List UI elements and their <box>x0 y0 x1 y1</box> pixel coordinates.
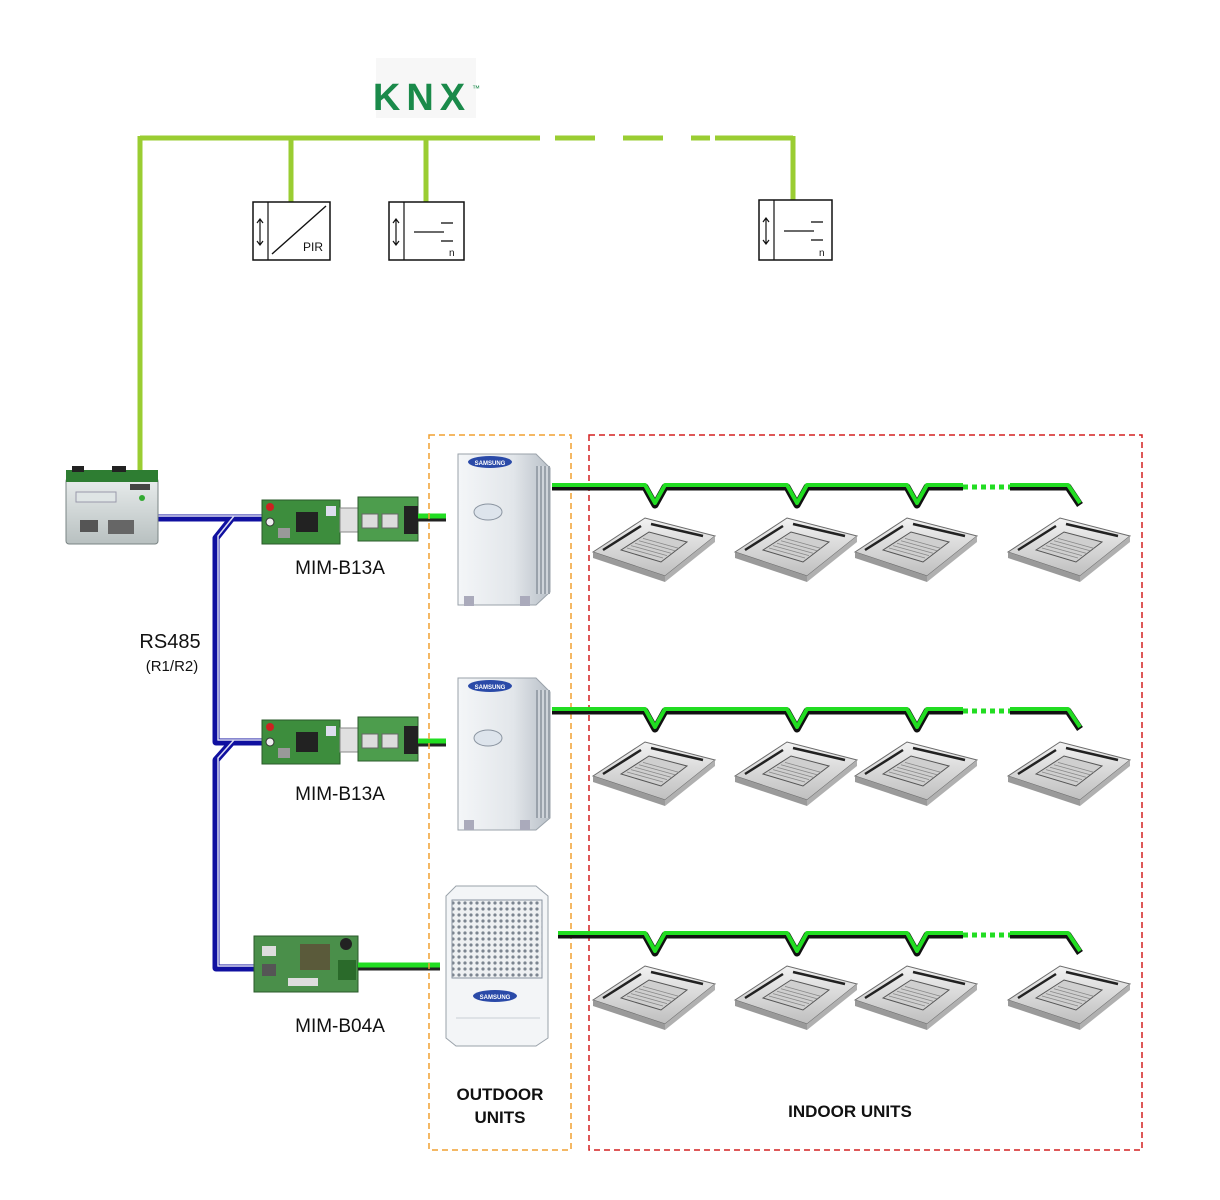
pir-label: PIR <box>303 240 323 254</box>
indoor-cassette-unit <box>733 965 859 1030</box>
samsung-logo-icon <box>473 990 517 1002</box>
knx-logo: KNX ™ <box>373 58 480 119</box>
indoor-cassette-unit <box>591 965 717 1030</box>
samsung-logo-text: SAMSUNG <box>475 685 506 691</box>
refrigerant-row-1 <box>552 483 1083 509</box>
indoor-cassette-unit <box>733 517 859 582</box>
indoor-units <box>591 517 1132 1030</box>
rs485-sublabel: (R1/R2) <box>146 658 199 675</box>
outdoor-unit-3: SAMSUNG <box>445 885 549 1047</box>
indoor-cassette-unit <box>733 741 859 806</box>
rs485-bus <box>155 514 264 972</box>
pir-motion-sensor-icon <box>271 205 327 255</box>
samsung-logo-icon <box>468 456 512 468</box>
module-to-outdoor-links <box>358 513 446 971</box>
indoor-label: INDOOR UNITS <box>788 1102 912 1121</box>
outdoor-units-box <box>428 434 572 1151</box>
indoor-units-box <box>588 434 1143 1151</box>
switch-2-channel-label: n <box>819 248 825 259</box>
outdoor-unit-2: SAMSUNG <box>457 677 551 831</box>
indoor-cassette-unit <box>853 965 979 1030</box>
outdoor-label-line-1: OUTDOOR <box>457 1085 544 1104</box>
interface-module-2 <box>261 716 419 765</box>
module-1-label: MIM-B13A <box>295 558 385 579</box>
knx-device-switch-1: n <box>388 201 465 261</box>
knx-bus <box>137 135 796 480</box>
rs485-label: RS485 <box>139 631 200 653</box>
indoor-cassette-unit <box>1006 517 1132 582</box>
knx-device-pir: PIR <box>252 201 331 261</box>
bus-coupler-icon <box>762 217 770 245</box>
indoor-cassette-unit <box>853 741 979 806</box>
rs485-cable <box>155 514 262 972</box>
refrigerant-row-3 <box>558 931 1083 957</box>
refrigerant-lines <box>552 483 1083 957</box>
bus-coupler-icon <box>256 218 264 246</box>
knx-logo-text: KNX <box>373 77 471 119</box>
samsung-logo-icon <box>468 680 512 692</box>
switch-actuator-icon <box>784 221 823 241</box>
module-2-label: MIM-B13A <box>295 784 385 805</box>
switch-1-channel-label: n <box>449 248 455 259</box>
module-3-label: MIM-B04A <box>295 1016 385 1037</box>
indoor-cassette-unit <box>853 517 979 582</box>
interface-module-3 <box>253 935 359 993</box>
interface-module-1 <box>261 496 419 545</box>
knx-logo-trademark: ™ <box>472 84 480 93</box>
knx-gateway-device <box>65 466 159 545</box>
outdoor-label-line-2: UNITS <box>475 1108 526 1127</box>
knx-device-switch-2: n <box>758 199 833 261</box>
indoor-cassette-unit <box>591 741 717 806</box>
switch-actuator-icon <box>414 222 453 242</box>
samsung-logo-text: SAMSUNG <box>475 461 506 467</box>
indoor-cassette-unit <box>1006 741 1132 806</box>
indoor-cassette-unit <box>1006 965 1132 1030</box>
indoor-cassette-unit <box>591 517 717 582</box>
bus-coupler-icon <box>392 218 400 246</box>
samsung-logo-text: SAMSUNG <box>480 995 511 1001</box>
refrigerant-row-2 <box>552 707 1083 733</box>
outdoor-unit-1: SAMSUNG <box>457 453 551 606</box>
